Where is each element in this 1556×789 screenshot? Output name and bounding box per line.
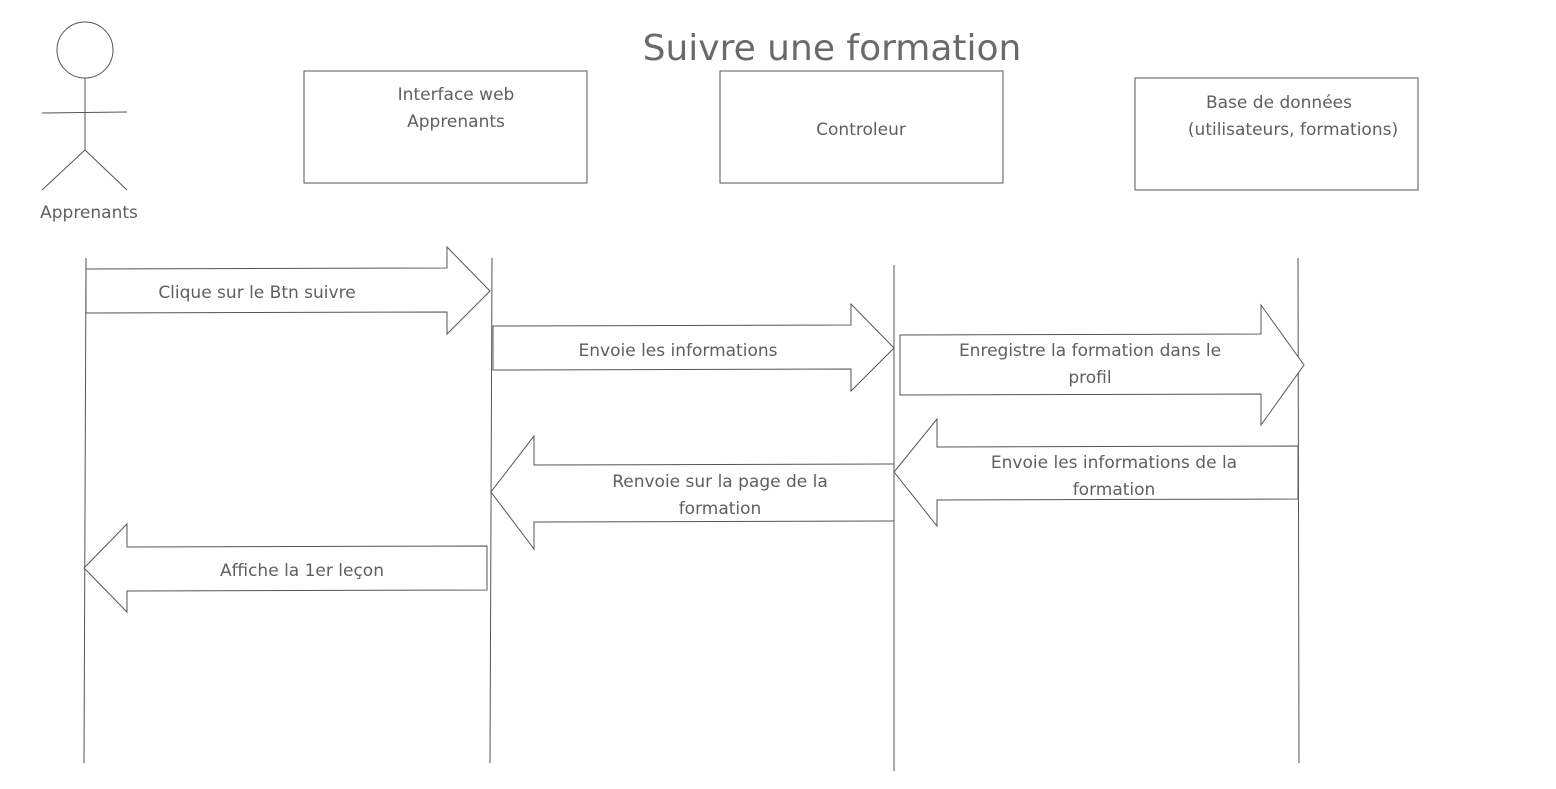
message-label-line: Clique sur le Btn suivre (158, 283, 355, 303)
lifeline-interface (489, 257, 493, 764)
participant-label-line: Apprenants (407, 112, 505, 132)
message-label-line: formation (679, 499, 762, 519)
message-label-line: Enregistre la formation dans le (959, 341, 1221, 361)
participant-interface: Interface web Apprenants (303, 70, 588, 184)
actor-left-leg (41, 149, 86, 191)
actor-right-leg (84, 149, 128, 191)
actor-arms (41, 111, 128, 114)
message-label-line: Renvoie sur la page de la (612, 472, 828, 492)
diagram-title: Suivre une formation (643, 28, 1022, 69)
arrow-shape (85, 245, 491, 336)
actor-head (56, 21, 114, 79)
participant-controleur: Controleur (719, 70, 1004, 184)
message-arrow-5: Renvoie sur la page de la formation (490, 434, 895, 551)
participant-box (719, 70, 1004, 184)
participant-bdd: Base de données (utilisateurs, formation… (1134, 77, 1419, 191)
message-arrow-6: Affiche la 1er leçon (83, 522, 488, 614)
actor-label: Apprenants (40, 203, 138, 223)
lifeline-bdd (1297, 257, 1300, 764)
message-label-line: Envoie les informations de la (991, 453, 1237, 473)
participant-box (303, 70, 588, 184)
participant-box (1134, 77, 1419, 191)
message-arrow-1: Clique sur le Btn suivre (85, 245, 491, 336)
actor-apprenants: Apprenants (40, 21, 138, 223)
message-arrow-4: Envoie les informations de la formation (893, 417, 1299, 528)
message-arrow-3: Enregistre la formation dans le profil (899, 303, 1305, 427)
participant-label-line: Controleur (816, 120, 906, 140)
message-label-line: formation (1073, 480, 1156, 500)
message-label-line: Affiche la 1er leçon (220, 561, 384, 581)
message-arrow-2: Envoie les informations (492, 302, 895, 393)
arrow-shape (492, 302, 895, 393)
participant-label-line: Base de données (1206, 93, 1352, 113)
message-label-line: Envoie les informations (579, 341, 778, 361)
participant-label-line: Interface web (398, 85, 515, 105)
message-label-line: profil (1068, 368, 1111, 388)
participant-label-line: (utilisateurs, formations) (1188, 120, 1398, 140)
arrow-shape (899, 303, 1305, 427)
arrow-shape (893, 417, 1299, 528)
arrow-shape (490, 434, 895, 551)
arrow-shape (83, 522, 488, 614)
lifeline-apprenants (83, 257, 87, 764)
